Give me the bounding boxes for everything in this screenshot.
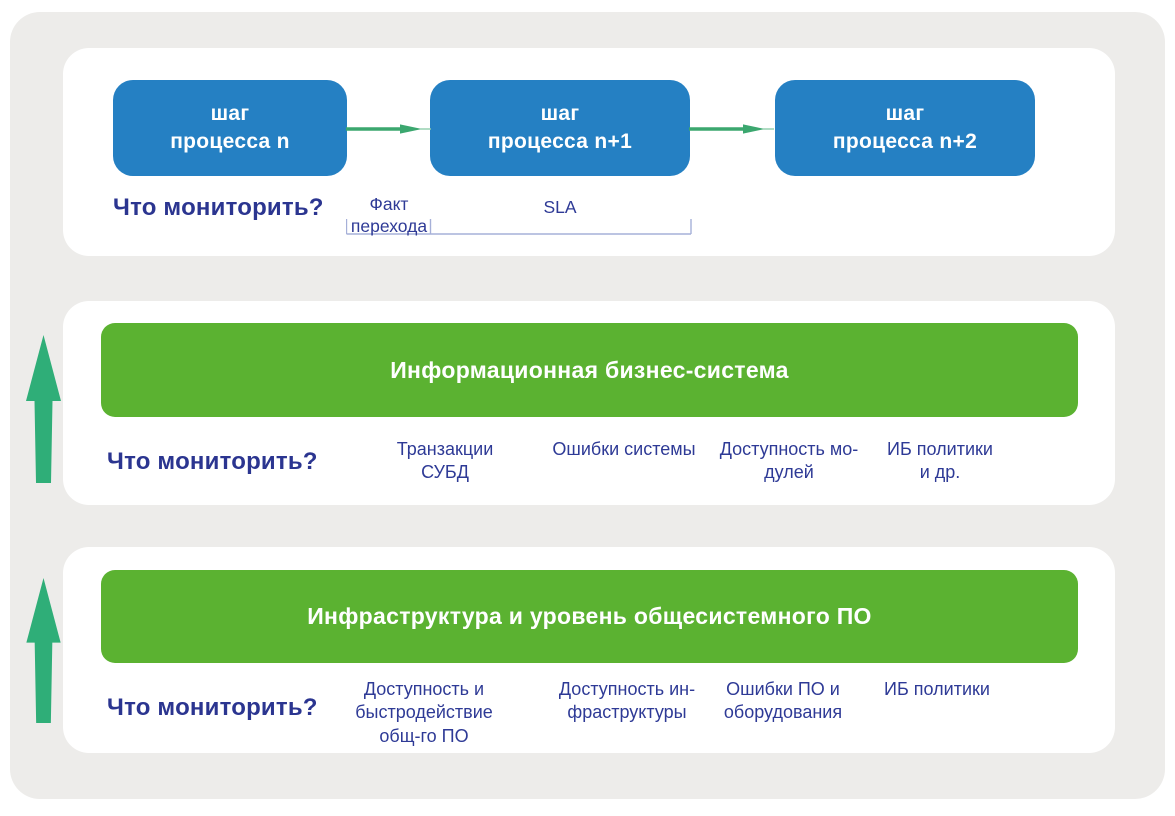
- up-arrow-icon: [26, 578, 61, 723]
- transition-fact-label: Факт перехода: [350, 194, 428, 236]
- business-system-title-bar: Информационная бизнес-система: [101, 323, 1078, 417]
- business-system-panel: Информационная бизнес-система Что монито…: [63, 301, 1115, 505]
- monitor-item: ИБ политики и др.: [887, 439, 993, 483]
- monitor-item: ИБ политики: [884, 679, 990, 699]
- diagram-background: шаг процесса n шаг процесса n+1 шаг проц…: [10, 12, 1165, 799]
- monitor-item: Доступность и быстродействие общ-го ПО: [355, 679, 493, 746]
- process-step-box-n: шаг процесса n: [113, 80, 347, 176]
- flow-arrow-icon: [689, 124, 774, 134]
- infrastructure-panel: Инфраструктура и уровень общесистемного …: [63, 547, 1115, 753]
- measure-bracket: [346, 219, 692, 235]
- monitor-question-label: Что мониторить?: [107, 448, 318, 475]
- monitor-item: Доступность мо- дулей: [719, 439, 859, 483]
- monitor-item: Доступность ин- фраструктуры: [558, 679, 696, 723]
- process-step-box-n1: шаг процесса n+1: [430, 80, 690, 176]
- process-step-box-n2: шаг процесса n+2: [775, 80, 1035, 176]
- up-arrow-icon: [26, 335, 61, 483]
- monitor-item: Ошибки системы: [552, 439, 696, 459]
- monitor-question-label: Что мониторить?: [113, 194, 324, 221]
- infrastructure-title-bar: Инфраструктура и уровень общесистемного …: [101, 570, 1078, 663]
- monitor-question-label: Что мониторить?: [107, 694, 318, 721]
- monitor-item: Ошибки ПО и оборудования: [723, 679, 843, 723]
- monitor-item: Транзакции СУБД: [396, 439, 494, 483]
- flow-arrow-icon: [346, 124, 431, 134]
- sla-label: SLA: [543, 197, 577, 217]
- process-flow-panel: шаг процесса n шаг процесса n+1 шаг проц…: [63, 48, 1115, 256]
